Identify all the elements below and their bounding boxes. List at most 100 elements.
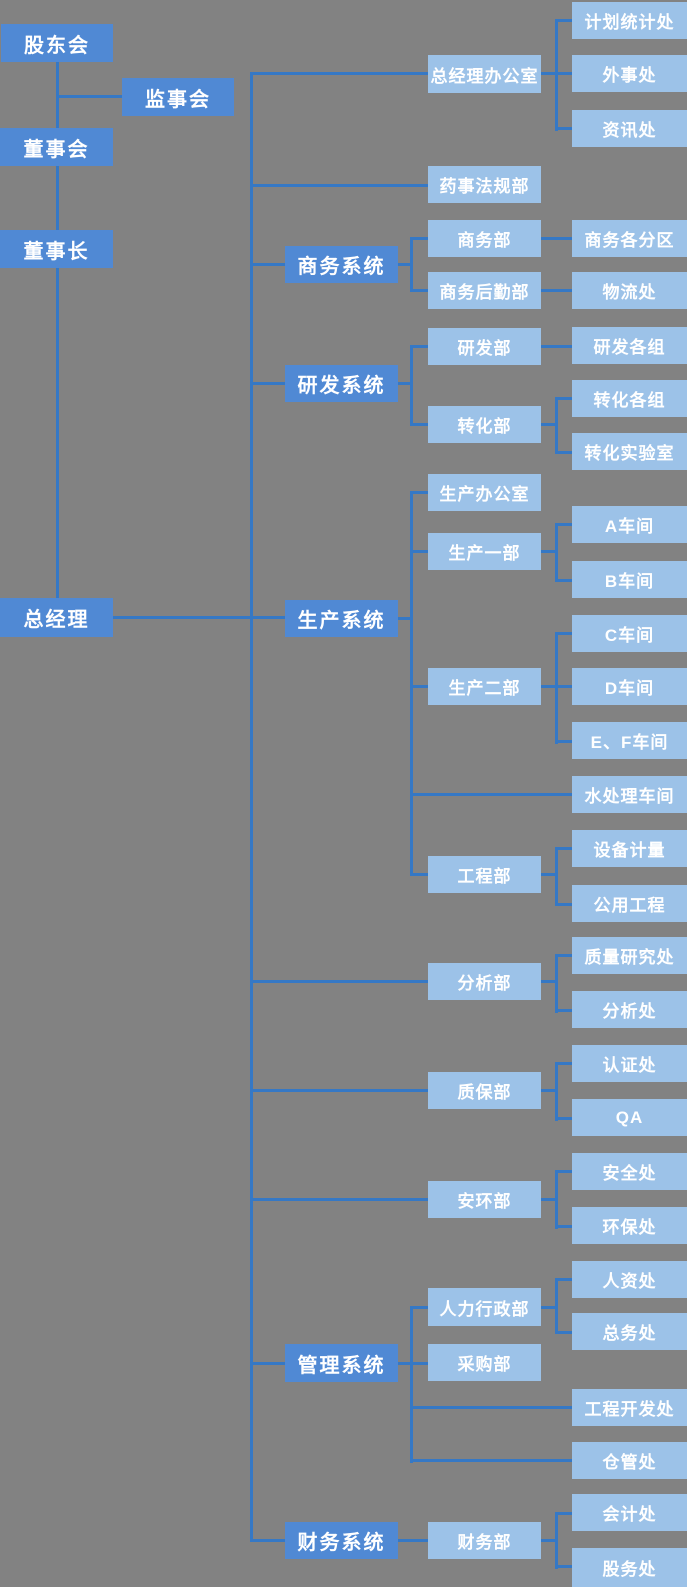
connector-line (250, 72, 428, 75)
node-production-system[interactable]: 生产系统 (285, 600, 398, 637)
node-production-office[interactable]: 生产办公室 (428, 474, 541, 511)
node-hr-admin-dept[interactable]: 人力行政部 (428, 1288, 541, 1326)
connector-line (410, 1306, 413, 1463)
node-business-system[interactable]: 商务系统 (285, 246, 398, 283)
node-workshop-a[interactable]: A车间 (572, 506, 687, 543)
node-engineering-dept[interactable]: 工程部 (428, 856, 541, 893)
node-analysis-dept[interactable]: 分析部 (428, 963, 541, 1000)
connector-line (410, 345, 428, 348)
connector-line (541, 1198, 555, 1201)
connector-line (555, 1062, 572, 1065)
node-quality-assurance-dept[interactable]: 质保部 (428, 1072, 541, 1109)
node-accounting-office[interactable]: 会计处 (572, 1494, 687, 1531)
connector-line (398, 617, 410, 620)
connector-line (398, 263, 410, 266)
node-board-of-directors[interactable]: 董事会 (0, 128, 113, 166)
node-management-system[interactable]: 管理系统 (285, 1344, 398, 1382)
connector-line (410, 793, 572, 796)
connector-line (398, 1362, 428, 1365)
connector-line (555, 740, 572, 743)
node-engineering-dev-office[interactable]: 工程开发处 (572, 1389, 687, 1426)
node-transformation-groups[interactable]: 转化各组 (572, 380, 687, 417)
connector-line (555, 1278, 558, 1334)
node-certification-office[interactable]: 认证处 (572, 1045, 687, 1082)
connector-line (56, 267, 59, 600)
node-quality-research-office[interactable]: 质量研究处 (572, 937, 687, 974)
node-business-regions[interactable]: 商务各分区 (572, 220, 687, 257)
node-rd-dept[interactable]: 研发部 (428, 328, 541, 365)
node-procurement-dept[interactable]: 采购部 (428, 1344, 541, 1381)
node-business-logistics-dept[interactable]: 商务后勤部 (428, 272, 541, 309)
connector-line (541, 1089, 555, 1092)
node-general-manager[interactable]: 总经理 (0, 598, 113, 637)
node-production-dept-2[interactable]: 生产二部 (428, 668, 541, 705)
connector-line (555, 523, 572, 526)
connector-line (250, 1539, 285, 1542)
connector-line (398, 382, 410, 385)
node-shareholders-meeting[interactable]: 股东会 (1, 24, 113, 62)
connector-line (541, 289, 572, 292)
connector-line (541, 550, 555, 553)
node-rd-groups[interactable]: 研发各组 (572, 327, 687, 364)
node-production-dept-1[interactable]: 生产一部 (428, 533, 541, 570)
connector-line (410, 423, 428, 426)
node-workshop-c[interactable]: C车间 (572, 615, 687, 652)
connector-line (410, 345, 413, 426)
connector-line (555, 1278, 572, 1281)
node-finance-system[interactable]: 财务系统 (285, 1522, 398, 1559)
connector-line (410, 237, 428, 240)
node-workshop-d[interactable]: D车间 (572, 668, 687, 705)
node-supervisory-board[interactable]: 监事会 (122, 78, 234, 116)
connector-line (541, 345, 572, 348)
node-equipment-metrology[interactable]: 设备计量 (572, 830, 687, 867)
connector-line (555, 847, 558, 906)
connector-line (541, 1306, 555, 1309)
connector-line (56, 95, 122, 98)
node-transformation-lab[interactable]: 转化实验室 (572, 433, 687, 470)
node-workshop-ef[interactable]: E、F车间 (572, 722, 687, 759)
node-information-office[interactable]: 资讯处 (572, 110, 687, 147)
connector-line (250, 382, 285, 385)
connector-line (555, 451, 572, 454)
node-env-protection-office[interactable]: 环保处 (572, 1207, 687, 1244)
node-stock-affairs-office[interactable]: 股务处 (572, 1548, 687, 1587)
connector-line (541, 423, 555, 426)
node-planning-statistics-office[interactable]: 计划统计处 (572, 2, 687, 39)
connector-line (555, 1170, 572, 1173)
node-business-dept[interactable]: 商务部 (428, 220, 541, 257)
node-general-affairs-office[interactable]: 总务处 (572, 1313, 687, 1350)
connector-line (555, 1009, 572, 1012)
connector-line (555, 1117, 572, 1120)
node-qa-office[interactable]: QA (572, 1099, 687, 1136)
connector-line (555, 579, 572, 582)
node-analysis-office[interactable]: 分析处 (572, 991, 687, 1028)
node-hr-office[interactable]: 人资处 (572, 1261, 687, 1298)
node-pharma-regulatory-dept[interactable]: 药事法规部 (428, 166, 541, 203)
node-transformation-dept[interactable]: 转化部 (428, 406, 541, 443)
node-logistics-office[interactable]: 物流处 (572, 272, 687, 309)
connector-line (410, 237, 413, 292)
node-safety-office[interactable]: 安全处 (572, 1153, 687, 1190)
node-water-treatment-workshop[interactable]: 水处理车间 (572, 776, 687, 813)
connector-line (410, 873, 428, 876)
connector-line (541, 873, 555, 876)
node-finance-dept[interactable]: 财务部 (428, 1522, 541, 1559)
connector-line (398, 1539, 428, 1542)
connector-line (250, 1198, 428, 1201)
connector-line (555, 954, 572, 957)
connector-trunk-line (250, 72, 253, 1542)
connector-line (541, 237, 572, 240)
node-safety-env-dept[interactable]: 安环部 (428, 1181, 541, 1218)
node-utilities-engineering[interactable]: 公用工程 (572, 885, 687, 922)
connector-line (410, 289, 428, 292)
node-warehouse-office[interactable]: 仓管处 (572, 1442, 687, 1479)
connector-line (555, 1170, 558, 1229)
node-rd-system[interactable]: 研发系统 (285, 365, 398, 402)
node-workshop-b[interactable]: B车间 (572, 561, 687, 598)
node-chairman[interactable]: 董事长 (0, 230, 113, 268)
connector-line (541, 980, 555, 983)
node-gm-office[interactable]: 总经理办公室 (428, 55, 541, 93)
connector-line (555, 954, 558, 1013)
node-foreign-affairs-office[interactable]: 外事处 (572, 55, 687, 92)
